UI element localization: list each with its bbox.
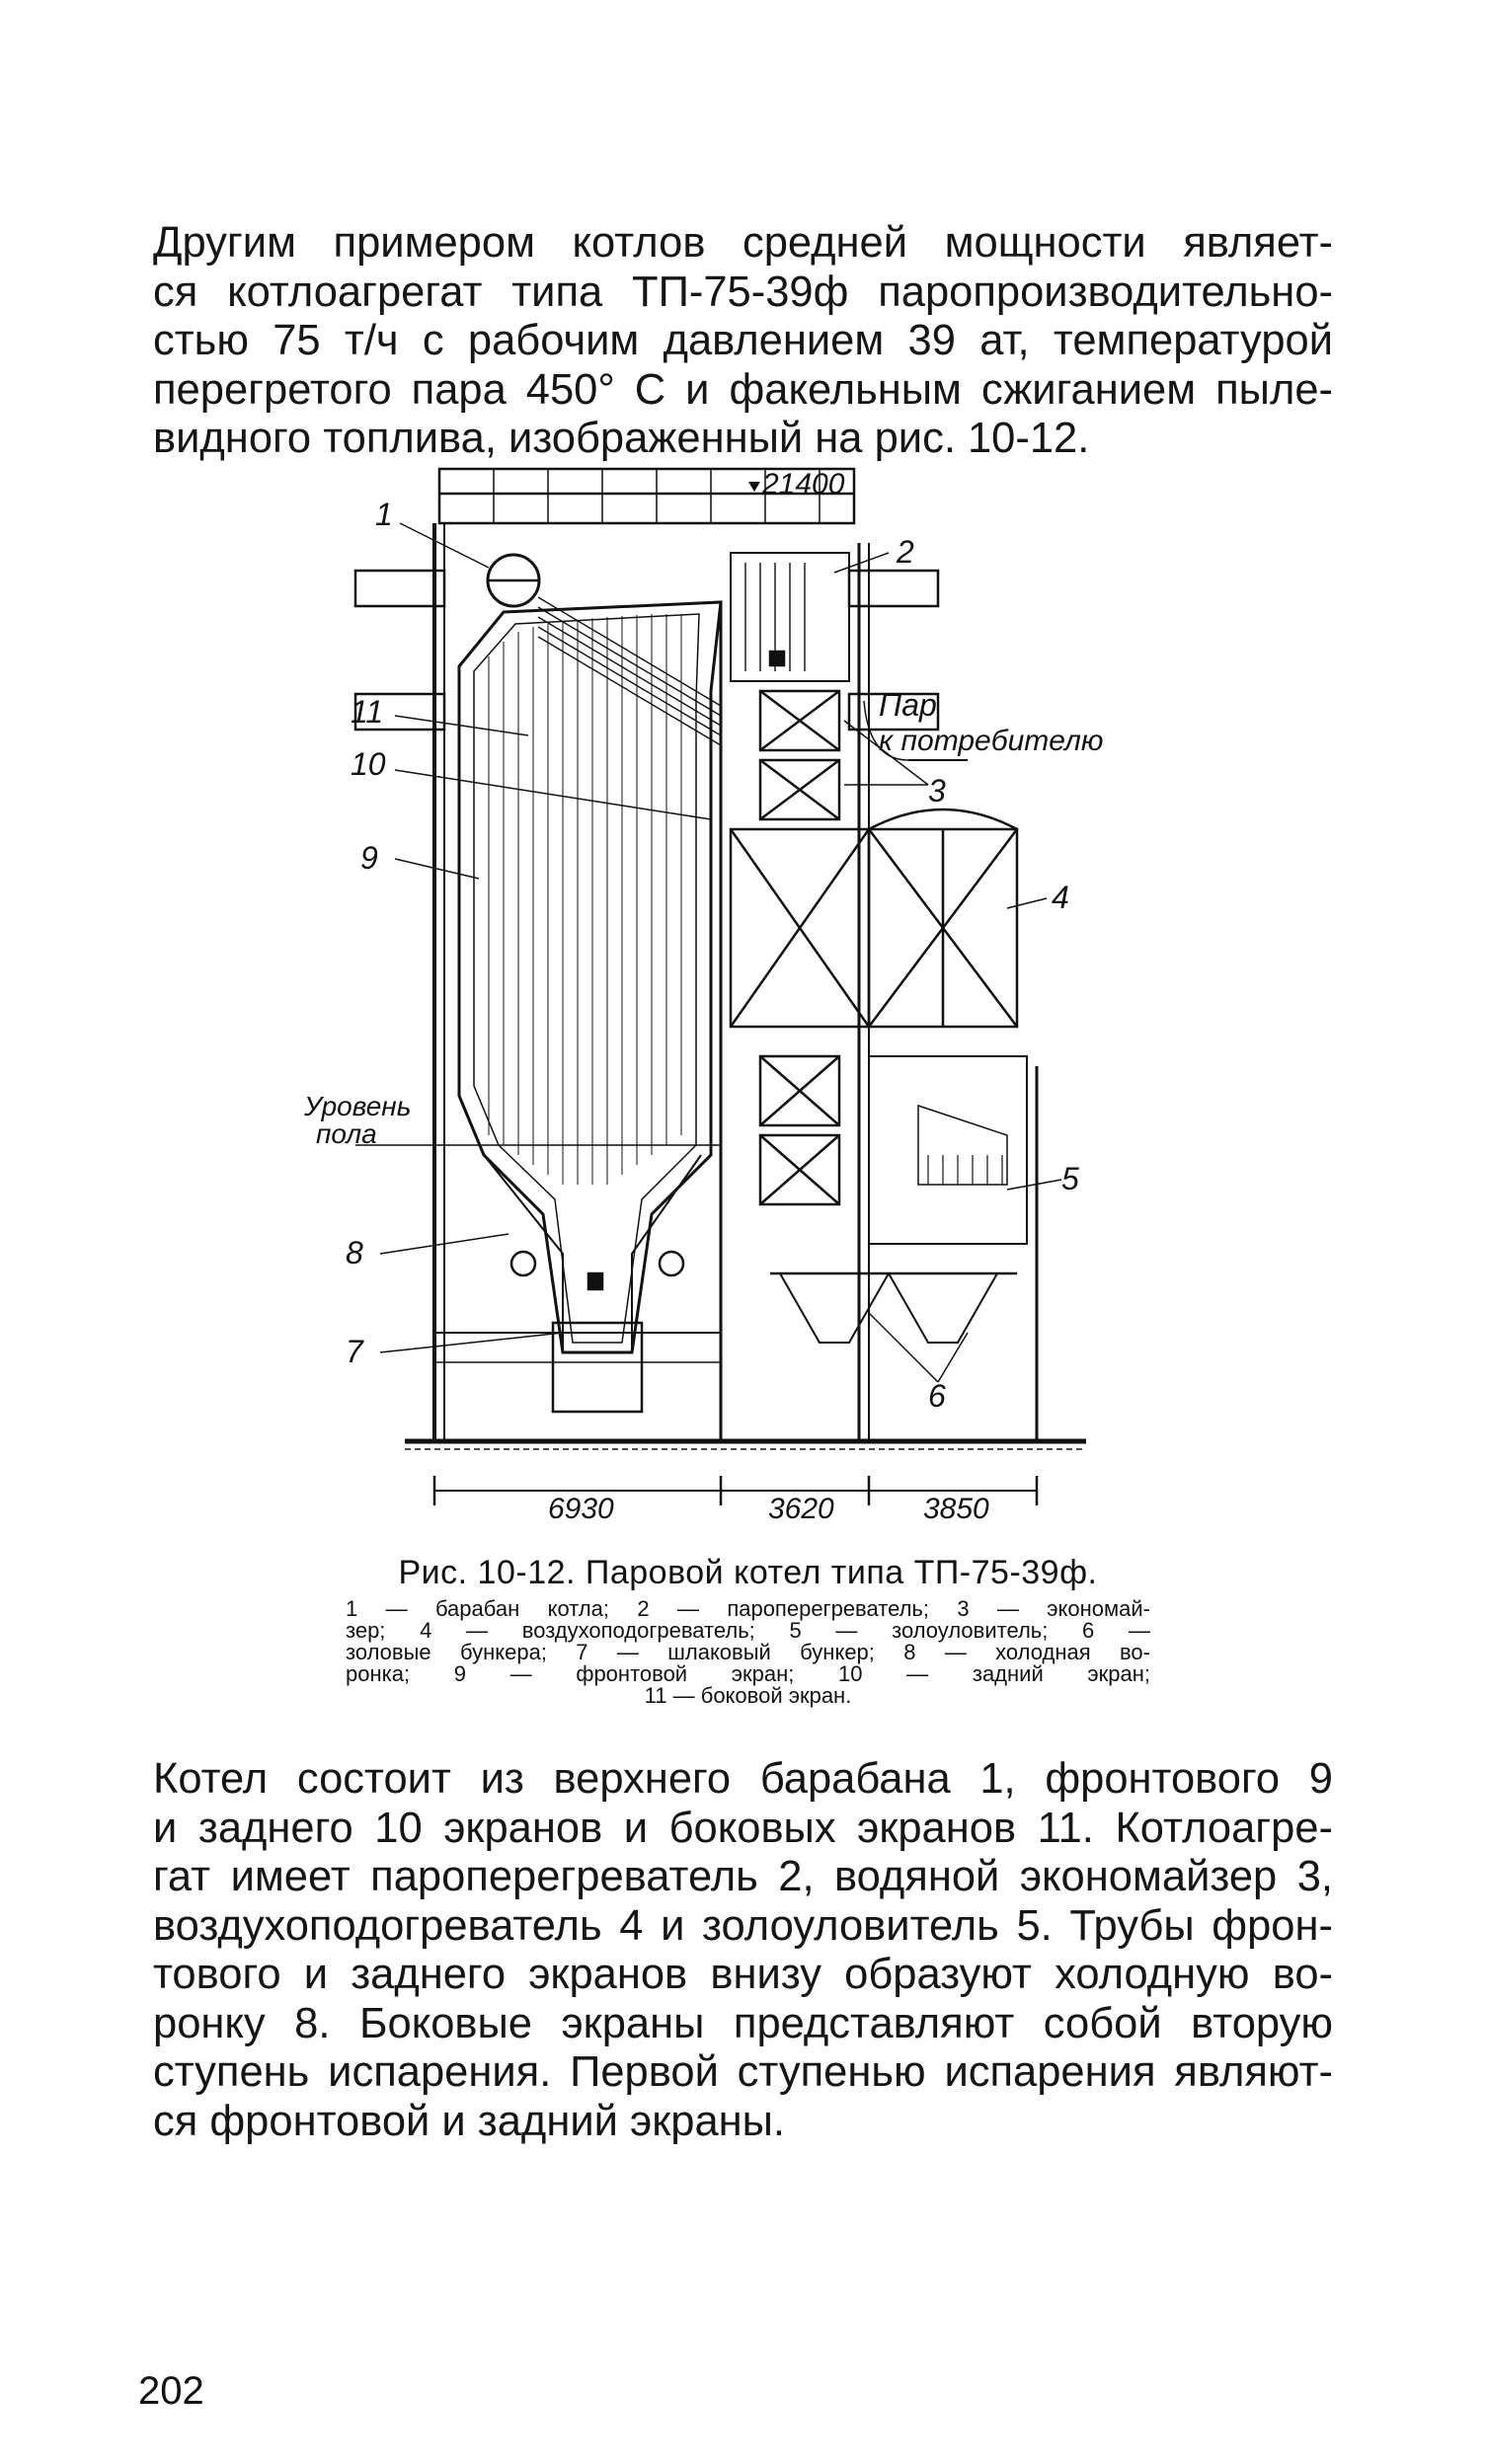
economizer-lower bbox=[758, 758, 841, 821]
dimension-2: 3620 bbox=[768, 1493, 834, 1525]
text-line: ся котлоагрегат типа ТП-75-39ф паропроиз… bbox=[153, 268, 1333, 316]
legend-line: 1 — барабан котла; 2 — пароперегреватель… bbox=[346, 1596, 1150, 1621]
legend-line: золовые бункера; 7 — шлаковый бункер; 8 … bbox=[346, 1640, 1150, 1664]
dimension-1: 6930 bbox=[548, 1493, 614, 1525]
text-line: ронку 8. Боковые экраны представляют соб… bbox=[153, 1999, 1333, 2047]
text-line: Другим примером котлов средней мощности … bbox=[153, 219, 1333, 267]
economizer-upper bbox=[758, 689, 841, 752]
text-line: видного топлива, изображенный на рис. 10… bbox=[153, 415, 1090, 462]
description-paragraph: Котел состоит из верхнего барабана 1, фр… bbox=[153, 1755, 1333, 2146]
steam-label-1: Пар bbox=[879, 687, 937, 723]
text-line: и заднего 10 экранов и боковых экранов 1… bbox=[153, 1804, 1333, 1852]
ash-hopper bbox=[888, 1272, 998, 1344]
text-line: стью 75 т/ч с рабочим давлением 39 ат, т… bbox=[153, 317, 1333, 364]
legend-line: 11 — боковой экран. bbox=[644, 1683, 852, 1708]
label-8: 8 bbox=[346, 1235, 363, 1270]
floor-label-1: Уровень bbox=[303, 1091, 411, 1121]
roof-truss bbox=[437, 467, 856, 525]
slag-hopper bbox=[551, 1321, 644, 1414]
label-2: 2 bbox=[896, 534, 914, 570]
text-line: Котел состоит из верхнего барабана 1, фр… bbox=[153, 1755, 1333, 1803]
label-7: 7 bbox=[346, 1334, 364, 1369]
boiler-figure: 21400 Пар к потребителю Уровень пола 1 2… bbox=[296, 464, 1185, 1560]
legend-line: зер; 4 — воздухоподогреватель; 5 — золоу… bbox=[346, 1618, 1150, 1643]
label-9: 9 bbox=[360, 840, 378, 876]
text-line: гат имеет пароперегреватель 2, водяной э… bbox=[153, 1853, 1333, 1900]
steam-label-2: к потребителю bbox=[879, 725, 1103, 757]
caption-legend: 1 — барабан котла; 2 — пароперегреватель… bbox=[346, 1598, 1150, 1707]
boiler-drawing: 21400 Пар к потребителю Уровень пола 1 2… bbox=[303, 467, 1103, 1525]
dimension-3: 3850 bbox=[923, 1493, 989, 1525]
label-3: 3 bbox=[928, 773, 946, 808]
elevation-label: 21400 bbox=[761, 468, 845, 500]
label-1: 1 bbox=[375, 497, 393, 532]
text-line: перегретого пара 450° С и факельным сжиг… bbox=[153, 365, 1333, 414]
label-5: 5 bbox=[1061, 1161, 1079, 1196]
label-4: 4 bbox=[1052, 880, 1069, 915]
intro-paragraph: Другим примером котлов средней мощности … bbox=[153, 219, 1333, 464]
floor-label-2: пола bbox=[316, 1118, 377, 1149]
ash-hopper bbox=[779, 1272, 890, 1344]
legend-line: ронка; 9 — фронтовой экран; 10 — задний … bbox=[346, 1661, 1150, 1686]
text-line: тового и заднего экранов внизу образуют … bbox=[153, 1951, 1333, 1998]
dust-collector bbox=[868, 1055, 1028, 1245]
text-line: ся фронтовой и задний экраны. bbox=[153, 2097, 786, 2145]
superheater bbox=[730, 552, 850, 682]
page-number: 202 bbox=[138, 2369, 204, 2413]
caption-title: Рис. 10-12. Паровой котел типа ТП-75-39ф… bbox=[398, 1554, 1098, 1591]
figure-caption: Рис. 10-12. Паровой котел типа ТП-75-39ф… bbox=[346, 1553, 1150, 1707]
label-10: 10 bbox=[351, 746, 386, 782]
label-11: 11 bbox=[351, 694, 383, 730]
text-line: воздухоподогреватель 4 и золоуловитель 5… bbox=[153, 1901, 1333, 1950]
text-line: ступень испарения. Первой ступенью испар… bbox=[153, 2048, 1333, 2096]
label-6: 6 bbox=[928, 1378, 946, 1414]
